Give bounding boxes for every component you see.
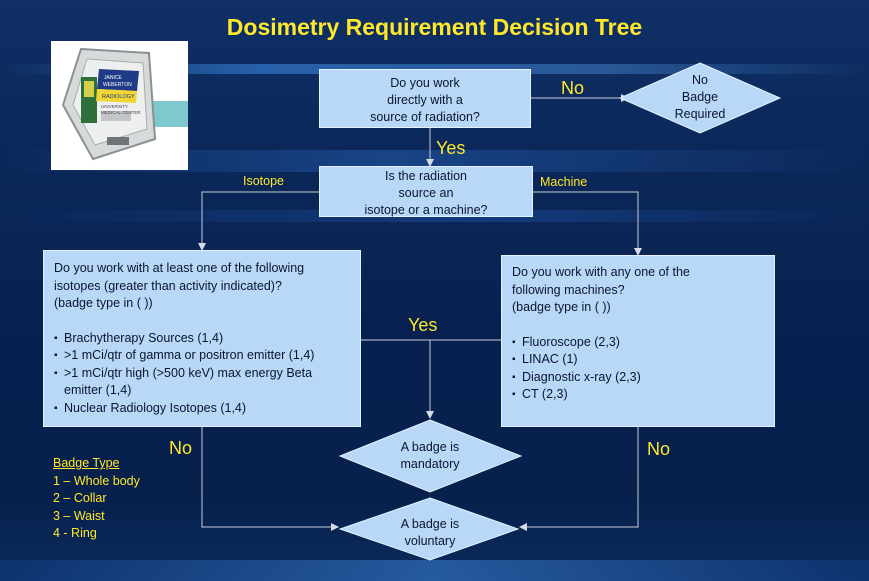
edge-label-yes-middle: Yes [408, 315, 438, 335]
box-text: (badge type in ( )) [512, 300, 611, 314]
slide-title: Dosimetry Requirement Decision Tree [226, 14, 643, 40]
edge-isotope [198, 191, 319, 251]
node-line: Badge [681, 90, 719, 104]
legend-item: 3 – Waist [53, 508, 105, 523]
question-isotope-or-machine: Is the radiation source an isotope or a … [319, 166, 533, 217]
list-item: Diagnostic x-ray (2,3) [512, 369, 774, 387]
node-line: source of radiation? [370, 110, 480, 124]
legend-item: 4 - Ring [53, 526, 97, 541]
list-item: LINAC (1) [512, 351, 774, 369]
node-line: No [692, 73, 708, 87]
badge-mandatory-text: A badge is mandatory [372, 439, 488, 473]
node-line: isotope or a machine? [364, 203, 488, 217]
edge-label-no: No [561, 78, 585, 98]
badge-type-legend: Badge Type 1 – Whole body 2 – Collar 3 –… [53, 455, 140, 543]
machine-question-box: Do you work with any one of the followin… [501, 255, 775, 427]
node-line: A badge is [400, 517, 460, 531]
node-line: mandatory [400, 457, 460, 471]
legend-title: Badge Type [53, 456, 120, 470]
edge-label-no-right: No [647, 439, 671, 459]
box-text: Do you work with any one of the [512, 265, 690, 279]
edge-label-isotope: Isotope [243, 174, 285, 188]
list-item: Fluoroscope (2,3) [512, 334, 774, 352]
list-item: >1 mCi/qtr of gamma or positron emitter … [54, 347, 360, 365]
box-text: (badge type in ( )) [54, 296, 153, 310]
box-text: Do you work with at least one of the fol… [54, 261, 305, 275]
isotope-list: Brachytherapy Sources (1,4) >1 mCi/qtr o… [54, 330, 360, 418]
isotope-question-box: Do you work with at least one of the fol… [43, 250, 361, 427]
edge-label-machine: Machine [540, 175, 588, 189]
list-item: Nuclear Radiology Isotopes (1,4) [54, 400, 360, 418]
box-text: isotopes (greater than activity indicate… [54, 278, 282, 293]
node-line: Do you work [390, 76, 460, 90]
node-line: Is the radiation [385, 169, 467, 183]
list-item: CT (2,3) [512, 386, 774, 404]
edge-label-no-left: No [169, 438, 193, 458]
badge-voluntary-text: A badge is voluntary [372, 516, 488, 550]
node-line: A badge is [400, 440, 460, 454]
edge-machine [533, 191, 642, 256]
edge-no-right [519, 427, 639, 531]
node-line: voluntary [404, 534, 456, 548]
legend-item: 2 – Collar [53, 491, 107, 506]
question-work-directly: Do you work directly with a source of ra… [319, 69, 531, 128]
photo-text: MEDICAL CENTER [101, 110, 141, 115]
list-item: >1 mCi/qtr high (>500 keV) max energy Be… [54, 365, 334, 400]
edge-no-left [201, 427, 339, 531]
node-line: source an [398, 186, 454, 200]
list-item: Brachytherapy Sources (1,4) [54, 330, 360, 348]
decision-diamond-voluntary [338, 497, 520, 561]
dosimeter-badge-image: JANICE WEBERTON RADIOLOGY UNIVERSITY MED… [51, 41, 188, 170]
box-text: following machines? [512, 282, 625, 297]
decision-diamond-mandatory [338, 419, 523, 493]
machine-list: Fluoroscope (2,3) LINAC (1) Diagnostic x… [512, 334, 774, 404]
photo-text: UNIVERSITY [101, 104, 128, 109]
photo-text: JANICE [104, 75, 122, 81]
no-badge-required-text: No Badge Required [645, 72, 755, 123]
node-line: directly with a [387, 93, 463, 107]
photo-text: WEBERTON [103, 82, 132, 88]
node-line: Required [674, 107, 726, 121]
legend-item: 1 – Whole body [53, 473, 140, 488]
decision-diamond-no-badge [618, 62, 782, 134]
dosimeter-badge-photo: JANICE WEBERTON RADIOLOGY UNIVERSITY MED… [51, 41, 188, 170]
edge-label-yes: Yes [436, 138, 466, 158]
photo-text: RADIOLOGY [102, 94, 135, 100]
